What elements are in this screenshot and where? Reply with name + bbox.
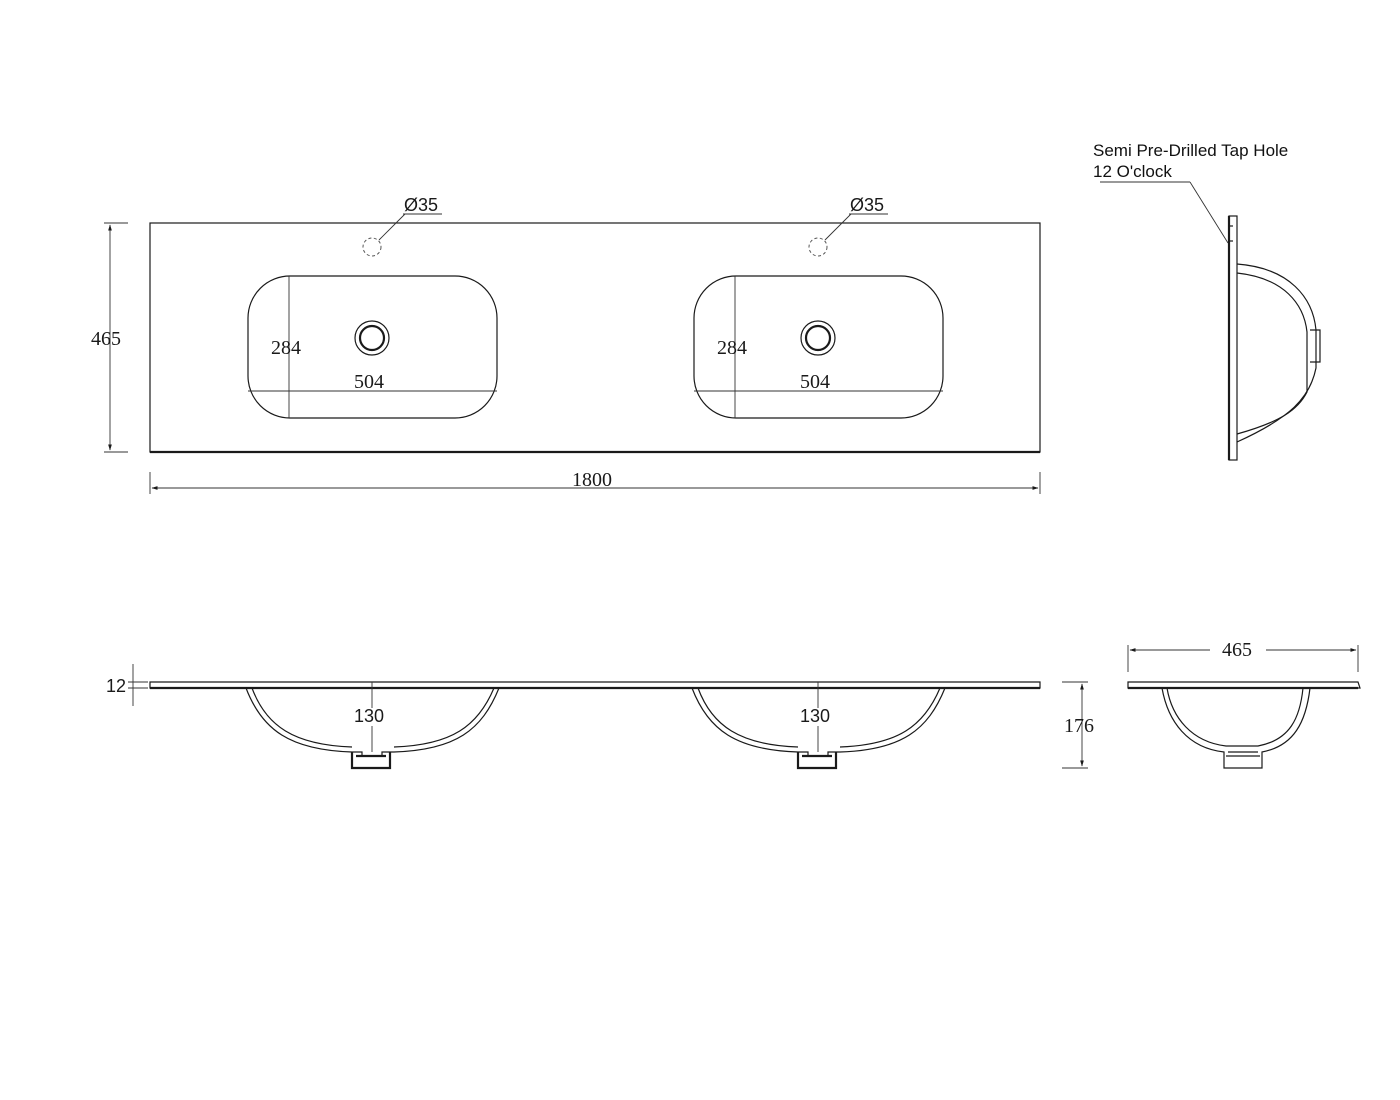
side-bowl-outer <box>1236 263 1317 443</box>
left-tap-hole-label: Ø35 <box>404 195 438 215</box>
right-bowl-length-label: 504 <box>800 371 830 393</box>
overall-height-label: 176 <box>1064 715 1094 737</box>
plan-depth-dimension: 465 <box>91 222 128 453</box>
right-bowl-width-label: 284 <box>717 337 747 359</box>
right-tap-hole <box>808 237 828 257</box>
tap-hole-note-line1: Semi Pre-Drilled Tap Hole <box>1093 141 1288 160</box>
right-bowl-outline <box>693 275 944 419</box>
right-waste-outer <box>800 320 836 356</box>
plan-view: Ø35 284 504 Ø35 284 504 465 <box>91 195 1041 494</box>
top-thickness-dimension: 12 <box>106 664 148 706</box>
overall-height-dimension: 176 <box>1062 681 1094 769</box>
left-bowl-length-label: 504 <box>354 371 384 393</box>
side-bowl-inner <box>1236 272 1308 435</box>
front-right-waste <box>796 752 838 770</box>
end-bowl-inner <box>1166 687 1304 747</box>
left-bowl-outline <box>247 275 498 419</box>
left-tap-hole <box>362 237 382 257</box>
top-thickness-label: 12 <box>106 676 126 696</box>
left-bowl-width-label: 284 <box>271 337 301 359</box>
right-waste-inner <box>804 324 832 352</box>
front-right-depth-label: 130 <box>800 706 830 726</box>
end-elevation: 465 <box>1127 639 1361 769</box>
side-section-view: Semi Pre-Drilled Tap Hole 12 O'clock <box>1093 141 1321 461</box>
front-left-depth-label: 130 <box>354 706 384 726</box>
right-tap-hole-label: Ø35 <box>850 195 884 215</box>
front-elevation: 130 130 12 176 <box>106 664 1094 770</box>
left-waste-inner <box>358 324 386 352</box>
left-basin: Ø35 284 504 <box>247 195 498 419</box>
plan-width-label: 1800 <box>572 469 612 491</box>
side-slab <box>1228 215 1238 461</box>
side-overflow <box>1310 329 1321 363</box>
right-basin: Ø35 284 504 <box>693 195 944 419</box>
plan-width-dimension: 1800 <box>149 469 1041 494</box>
end-depth-label: 465 <box>1222 639 1252 661</box>
end-bowl-outer <box>1161 687 1311 769</box>
end-slab <box>1127 681 1361 689</box>
left-waste-outer <box>354 320 390 356</box>
tap-hole-note-line2: 12 O'clock <box>1093 162 1172 181</box>
plan-depth-label: 465 <box>91 328 121 350</box>
front-left-waste <box>350 752 392 770</box>
